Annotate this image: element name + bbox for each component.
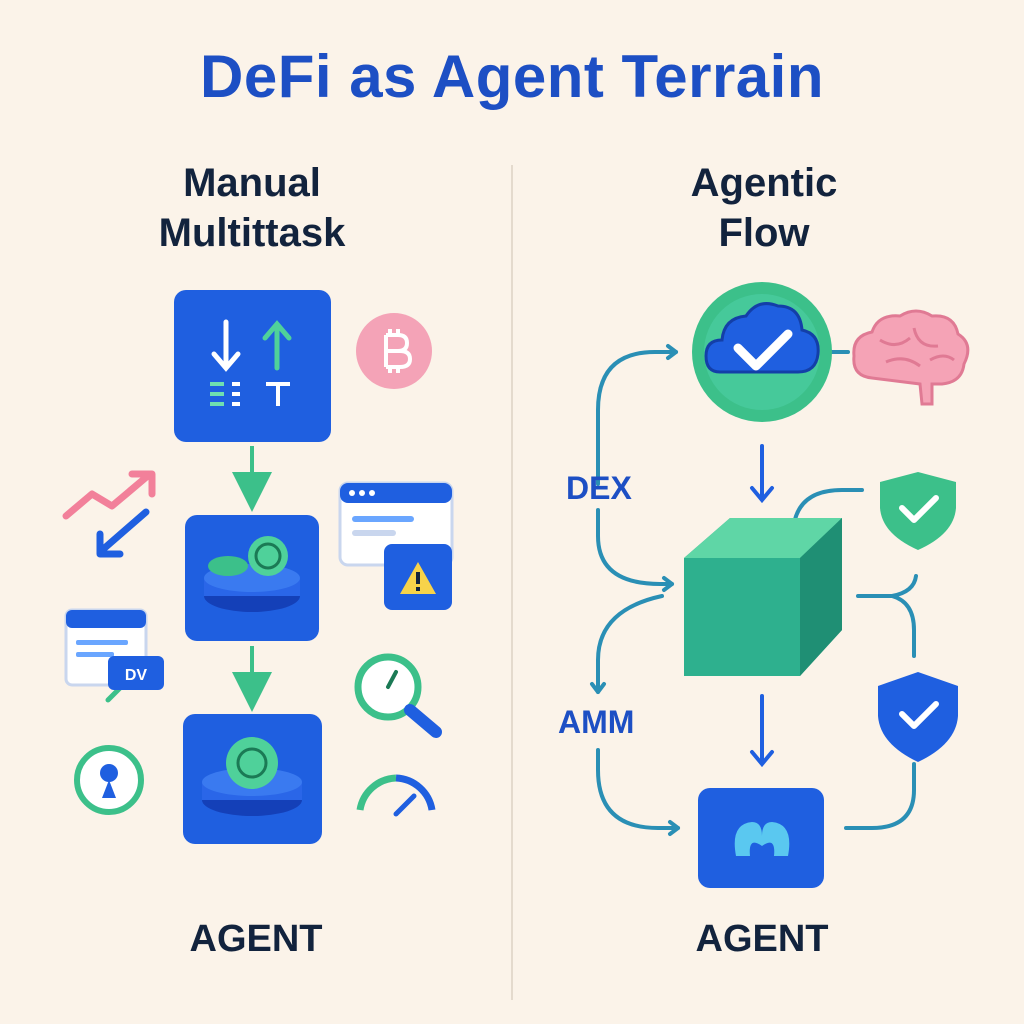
connector-cube-amm xyxy=(596,594,664,694)
agent-footer-left: AGENT xyxy=(189,918,323,960)
manual-heading-line1: Manual xyxy=(183,161,321,205)
connector-shield-fork xyxy=(856,574,918,598)
brain-icon xyxy=(852,309,970,406)
shield-check-icon xyxy=(880,472,956,550)
flow-connectors xyxy=(590,344,918,836)
cube-icon xyxy=(684,518,842,676)
agent-box xyxy=(698,788,824,888)
warning-icon xyxy=(384,544,452,610)
amm-label: AMM xyxy=(558,704,635,740)
dex-label: DEX xyxy=(566,470,632,506)
connector-amm-agent xyxy=(596,748,680,830)
panel-divider xyxy=(511,165,513,1000)
flow-arrow xyxy=(750,444,774,768)
manual-multitask-heading: Manual Multittask xyxy=(72,158,432,258)
connector-shield-top xyxy=(792,488,864,526)
coin-box xyxy=(183,714,322,844)
magnifier-icon xyxy=(354,653,442,738)
page-title: DeFi as Agent Terrain xyxy=(200,43,824,110)
gauge-icon xyxy=(356,774,436,817)
shield-check-icon xyxy=(878,672,958,762)
bitcoin-icon xyxy=(356,313,432,389)
agent-footer-right: AGENT xyxy=(695,918,829,960)
agentic-heading-line1: Agentic xyxy=(690,161,838,205)
connector-top-left xyxy=(596,350,678,486)
swap-box xyxy=(174,290,331,442)
agentic-heading-line2: Flow xyxy=(718,211,810,255)
dv-badge-text: DV xyxy=(125,667,148,684)
cloud-check-icon xyxy=(692,282,832,422)
lock-icon xyxy=(74,745,144,815)
agentic-flow-heading: Agentic Flow xyxy=(584,158,944,258)
manual-heading-line2: Multittask xyxy=(158,211,346,255)
dv-window-icon: DV xyxy=(64,608,164,703)
connector-dex-cube xyxy=(596,508,674,586)
trend-arrows-icon xyxy=(62,470,156,558)
connector-agent-right xyxy=(844,762,916,830)
coin-stack-box xyxy=(185,515,319,641)
